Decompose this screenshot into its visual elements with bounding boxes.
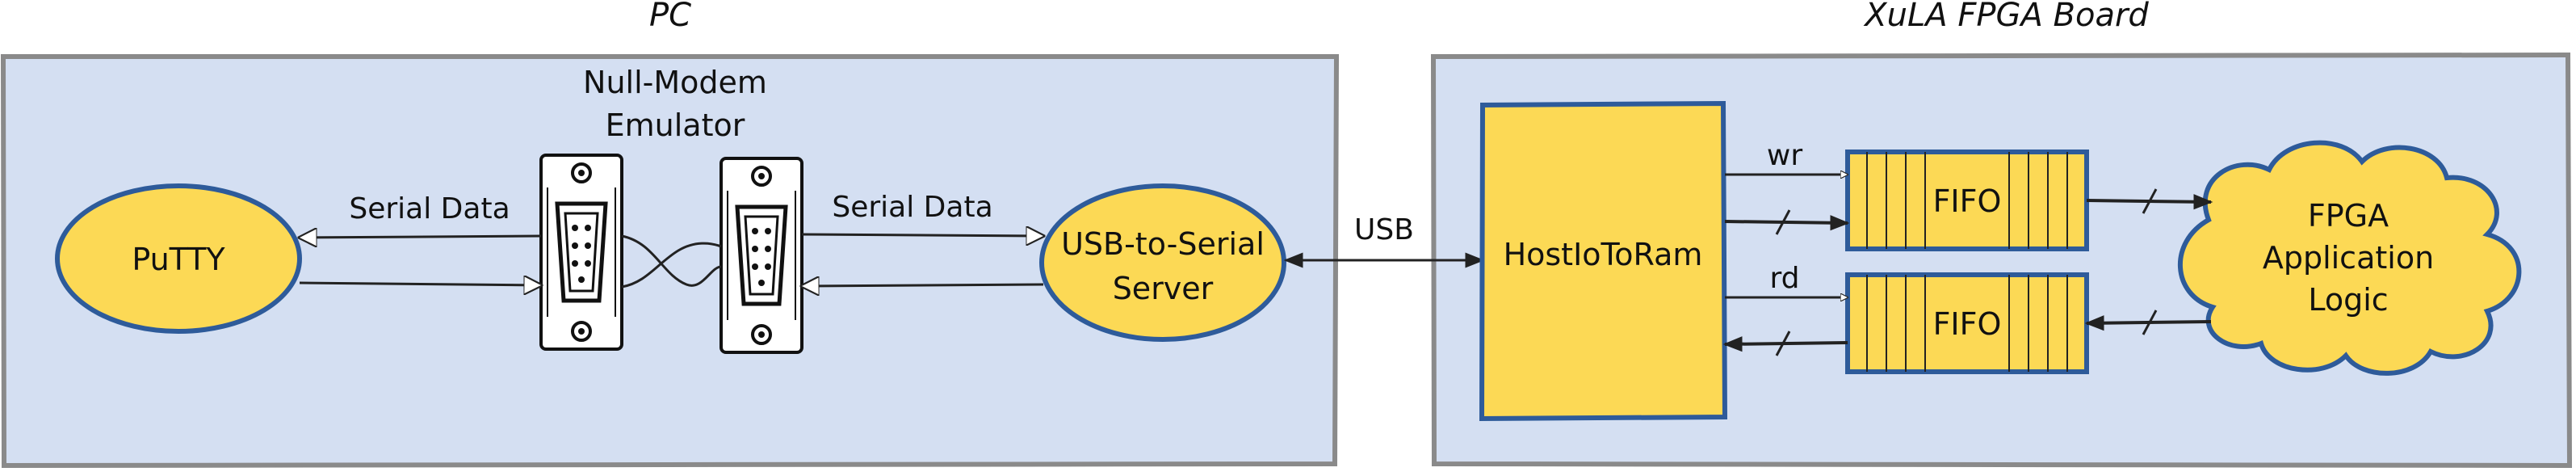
host-io-node: [1479, 100, 1728, 422]
wr-label: wr: [1767, 139, 1802, 172]
fifo-wr-label: FIFO: [1933, 183, 2002, 219]
usb-server-label-line1: USB-to-Serial: [1061, 226, 1265, 262]
null-modem-label-line1: Null-Modem: [583, 65, 767, 100]
db9-connector-icon: [541, 155, 622, 349]
null-modem-crossover-wire: [621, 242, 722, 289]
serial-arrow-to-server: [801, 234, 1043, 236]
fpga-logic-label-line1: FPGA: [2308, 198, 2389, 234]
wr-data-bus-arrow: [1724, 215, 1850, 231]
serial-arrow-from-putty: [299, 283, 541, 285]
serial-arrow-from-server: [802, 284, 1044, 286]
fifo-rd-label: FIFO: [1933, 306, 2002, 342]
fpga-logic-node: [2178, 140, 2522, 376]
null-modem-crossover-wire: [621, 234, 722, 287]
bus-slash: [1775, 209, 1791, 235]
putty-node: [55, 183, 302, 334]
fpga-logic-label-line3: Logic: [2308, 282, 2388, 318]
serial-data-label-right: Serial Data: [832, 191, 992, 224]
usb-label: USB: [1354, 213, 1414, 246]
pc-region: [0, 54, 1340, 469]
db9-connector-icon: [721, 158, 802, 352]
usb-server-label-line2: Server: [1113, 271, 1214, 306]
rd-data-bus-arrow: [1722, 336, 1848, 352]
putty-label: PuTTY: [132, 242, 225, 277]
null-modem-label-line2: Emulator: [606, 107, 745, 143]
serial-arrow-to-putty: [300, 236, 542, 238]
rd-label: rd: [1769, 262, 1799, 295]
fpga-logic-label-line2: Application: [2263, 240, 2434, 276]
fifo-wr-node: [1845, 150, 2089, 251]
pc-region-title: PC: [649, 0, 691, 34]
bus-slash: [2142, 310, 2158, 335]
fifo-rd-node: [1845, 272, 2089, 374]
bus-slash: [1775, 331, 1791, 356]
bus-slash: [2142, 188, 2158, 214]
host-io-label: HostIoToRam: [1504, 237, 1703, 272]
serial-data-label-left: Serial Data: [349, 192, 510, 225]
board-region-title: XuLA FPGA Board: [1863, 0, 2149, 34]
usb-server-node: [1039, 183, 1286, 342]
